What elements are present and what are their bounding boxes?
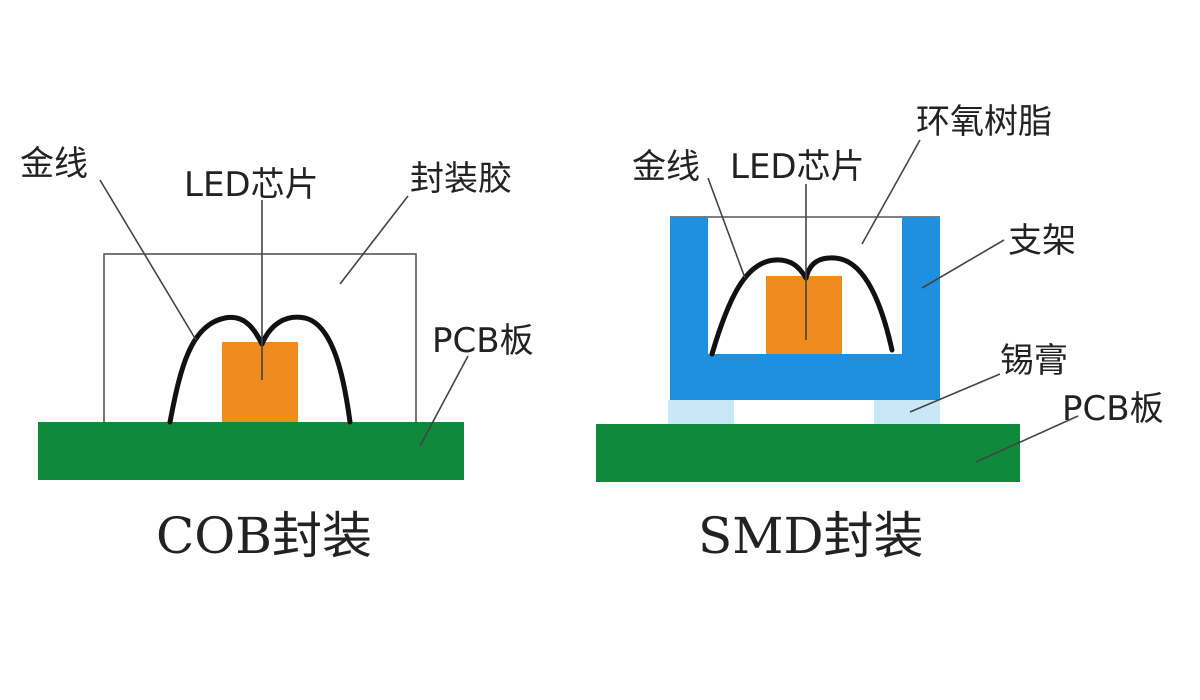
smd-caption: SMD封装 [698,507,924,565]
cob-label-led-chip: LED芯片 [184,165,319,205]
smd-label-gold-wire: 金线 [632,147,700,187]
smd-leader-gold-wire [707,177,746,279]
cob-gold-wire-right [259,314,353,425]
smd-label-pcb: PCB板 [1062,389,1164,429]
cob-caption: COB封装 [156,507,372,565]
smd-bracket [670,217,940,400]
smd-leader-pcb [975,415,1079,463]
cob-leader-encapsulant [339,195,409,285]
smd-leader-solder [909,373,1001,413]
smd-label-solder: 锡膏 [1000,341,1068,381]
cob-package: 金线 LED芯片 封装胶 PCB板 COB封装 [20,144,534,565]
cob-label-pcb: PCB板 [432,321,534,361]
cob-led-chip [222,342,298,422]
cob-leader-pcb [419,355,469,447]
smd-package: 金线 LED芯片 环氧树脂 支架 锡膏 PCB板 SMD封装 [596,102,1164,565]
smd-led-chip [766,276,842,354]
cob-label-gold-wire: 金线 [20,144,88,184]
cob-leader-gold-wire [99,179,197,341]
smd-solder-left [668,400,734,424]
smd-gold-wire-left [709,257,809,357]
cob-gold-wire-left [167,314,265,425]
smd-pcb-board [596,424,1020,482]
cob-label-encapsulant: 封装胶 [410,159,512,199]
smd-gold-wire-right [803,255,895,353]
smd-label-bracket: 支架 [1008,221,1076,261]
smd-leader-epoxy [861,139,921,245]
cob-pcb-board [38,422,464,480]
smd-leader-bracket [921,239,1005,289]
smd-label-led-chip: LED芯片 [730,147,865,187]
smd-label-epoxy: 环氧树脂 [916,102,1052,142]
